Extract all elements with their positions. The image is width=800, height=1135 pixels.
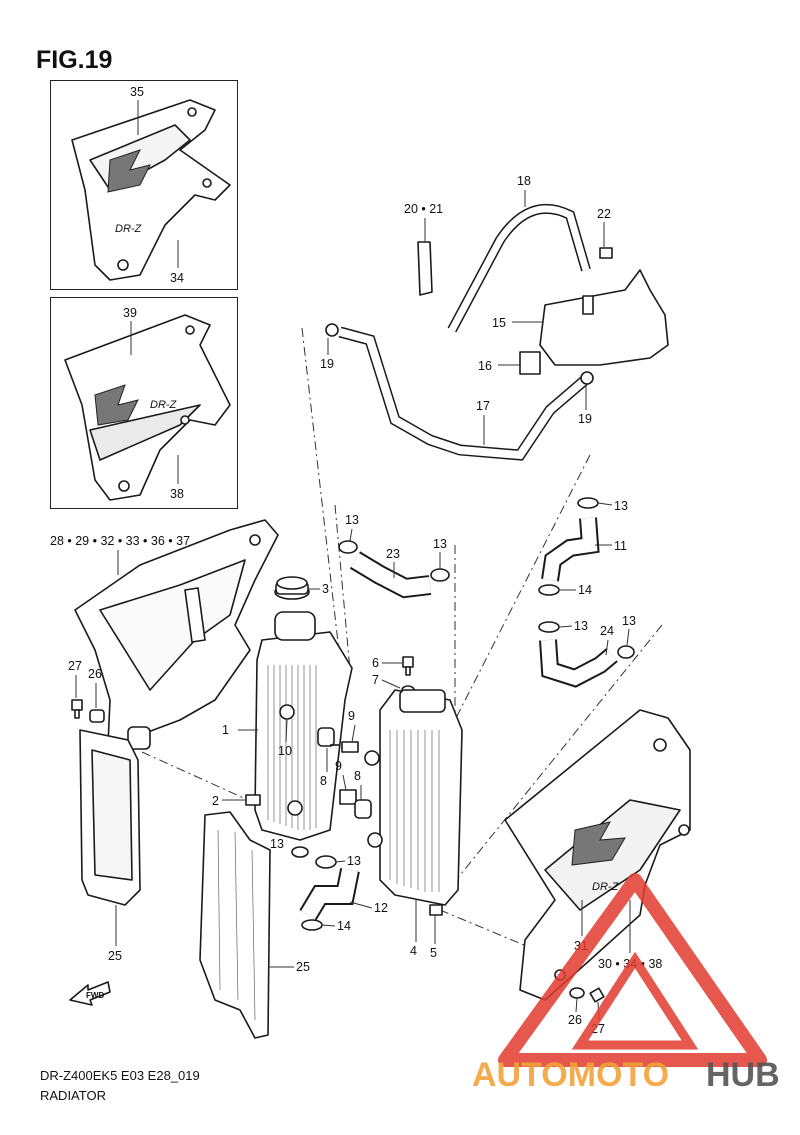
clamp-14-a xyxy=(538,584,560,596)
grommet-10-bolt-9-bottom xyxy=(339,789,372,819)
clamp-13-a xyxy=(338,540,358,554)
label-12: 12 xyxy=(374,901,388,915)
label-14-b: 14 xyxy=(337,919,351,933)
label-8-b: 8 xyxy=(354,769,361,783)
label-13-e: 13 xyxy=(622,614,636,628)
fwd-label: FWD xyxy=(86,991,104,1000)
shroud-decal-lower: DR-Z xyxy=(64,314,231,501)
fwd-arrow-icon: FWD xyxy=(69,981,111,1006)
radiator-shroud-left xyxy=(74,519,279,761)
label-8-a: 8 xyxy=(320,774,327,788)
bolt-6-washer-7 xyxy=(401,656,415,695)
svg-text:DR-Z: DR-Z xyxy=(115,223,143,235)
label-13-d: 13 xyxy=(574,619,588,633)
reservoir-hose-17 xyxy=(338,326,589,461)
radiator-guard-25-left xyxy=(79,729,141,906)
clamp-13-e xyxy=(617,645,635,659)
label-26-a: 26 xyxy=(88,667,102,681)
label-11: 11 xyxy=(614,539,627,553)
clamp-13-c xyxy=(577,497,599,509)
label-2: 2 xyxy=(212,794,219,808)
label-34: 34 xyxy=(170,271,184,285)
radiator-shroud-right: DR-Z xyxy=(504,709,691,1001)
label-28-29-32-33-36-37: 28 • 29 • 32 • 33 • 36 • 37 xyxy=(50,534,190,548)
label-27-a: 27 xyxy=(68,659,82,673)
label-20-21: 20 • 21 xyxy=(404,202,443,216)
shroud-decal-upper: DR-Z xyxy=(71,99,231,281)
reservoir-tank xyxy=(519,269,669,375)
clamp-13-g xyxy=(291,846,309,858)
radiator-hose-24 xyxy=(539,639,618,688)
label-4: 4 xyxy=(410,944,417,958)
label-13-a: 13 xyxy=(345,513,359,527)
clamp-19-left xyxy=(325,323,339,337)
label-13-c: 13 xyxy=(614,499,628,513)
overflow-hose-18 xyxy=(447,203,591,333)
label-10-a: 10 xyxy=(278,744,292,758)
label-24: 24 xyxy=(600,624,614,638)
label-5: 5 xyxy=(430,946,437,960)
grommet-10-bolt-9-top xyxy=(317,727,359,753)
watermark-logo xyxy=(498,873,767,1067)
label-39: 39 xyxy=(123,306,137,320)
label-18: 18 xyxy=(517,174,531,188)
bolt-22 xyxy=(599,247,613,259)
label-25-b: 25 xyxy=(296,960,310,974)
clamp-13-b xyxy=(430,568,450,582)
clamp-14-b xyxy=(301,919,323,931)
label-38: 38 xyxy=(170,487,184,501)
label-26-b: 26 xyxy=(568,1013,582,1027)
label-13-g: 13 xyxy=(270,837,284,851)
section-caption: RADIATOR xyxy=(40,1088,106,1103)
label-13-f: 13 xyxy=(347,854,361,868)
label-7: 7 xyxy=(372,673,379,687)
label-19-right: 19 xyxy=(578,412,592,426)
label-35: 35 xyxy=(130,85,144,99)
label-6: 6 xyxy=(372,656,379,670)
radiator-hose-11 xyxy=(541,517,600,582)
label-1: 1 xyxy=(222,723,229,737)
clamp-13-d xyxy=(538,621,560,633)
radiator-hose-12 xyxy=(299,868,360,921)
label-13-b: 13 xyxy=(433,537,447,551)
radiator-hose-23 xyxy=(349,551,432,599)
figure-title: FIG.19 xyxy=(36,46,113,74)
watermark-text-hub: HUB xyxy=(706,1056,780,1094)
watermark-text-automoto: AUTOMOTO xyxy=(472,1056,669,1094)
bolt-27-collar-26-left xyxy=(71,699,105,723)
svg-text:DR-Z: DR-Z xyxy=(592,881,620,893)
label-22: 22 xyxy=(597,207,611,221)
model-caption: DR-Z400EK5 E03 E28_019 xyxy=(40,1068,200,1083)
label-25-a: 25 xyxy=(108,949,122,963)
svg-text:DR-Z: DR-Z xyxy=(150,399,178,411)
label-19-left: 19 xyxy=(320,357,334,371)
label-15: 15 xyxy=(492,316,506,330)
label-16: 16 xyxy=(478,359,492,373)
label-9-a: 9 xyxy=(348,709,355,723)
clamp-13-f xyxy=(315,855,337,869)
label-23: 23 xyxy=(386,547,400,561)
label-14-a: 14 xyxy=(578,583,592,597)
radiator-guard-25-right xyxy=(199,811,271,1039)
label-3: 3 xyxy=(322,582,329,596)
label-17: 17 xyxy=(476,399,490,413)
radiator-left-1 xyxy=(245,611,353,841)
radiator-cap-3 xyxy=(274,576,310,600)
clamp-20-21 xyxy=(417,241,433,296)
clamp-19-right xyxy=(580,371,594,385)
label-9-b: 9 xyxy=(335,759,342,773)
bolt-27-collar-26-right xyxy=(569,987,605,1003)
radiator-right-4 xyxy=(364,689,463,916)
